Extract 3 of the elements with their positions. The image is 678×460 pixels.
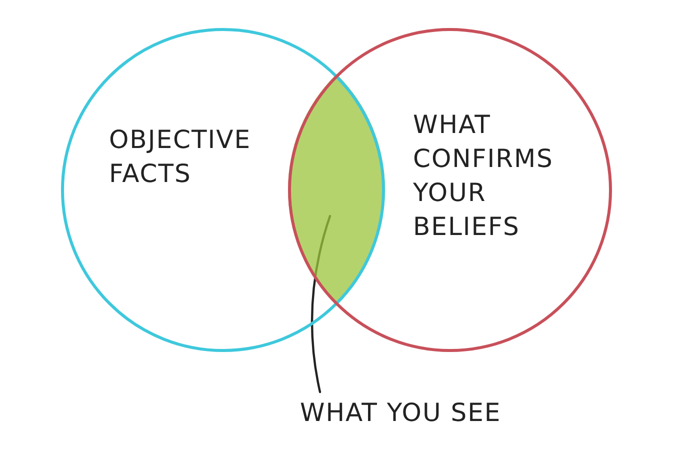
circle-label: WHAT CONFIRMS YOUR BELIEFS bbox=[413, 109, 554, 243]
caption-text: WHAT YOU SEE bbox=[300, 397, 502, 429]
circle-label: OBJECTIVE FACTS bbox=[109, 124, 252, 190]
